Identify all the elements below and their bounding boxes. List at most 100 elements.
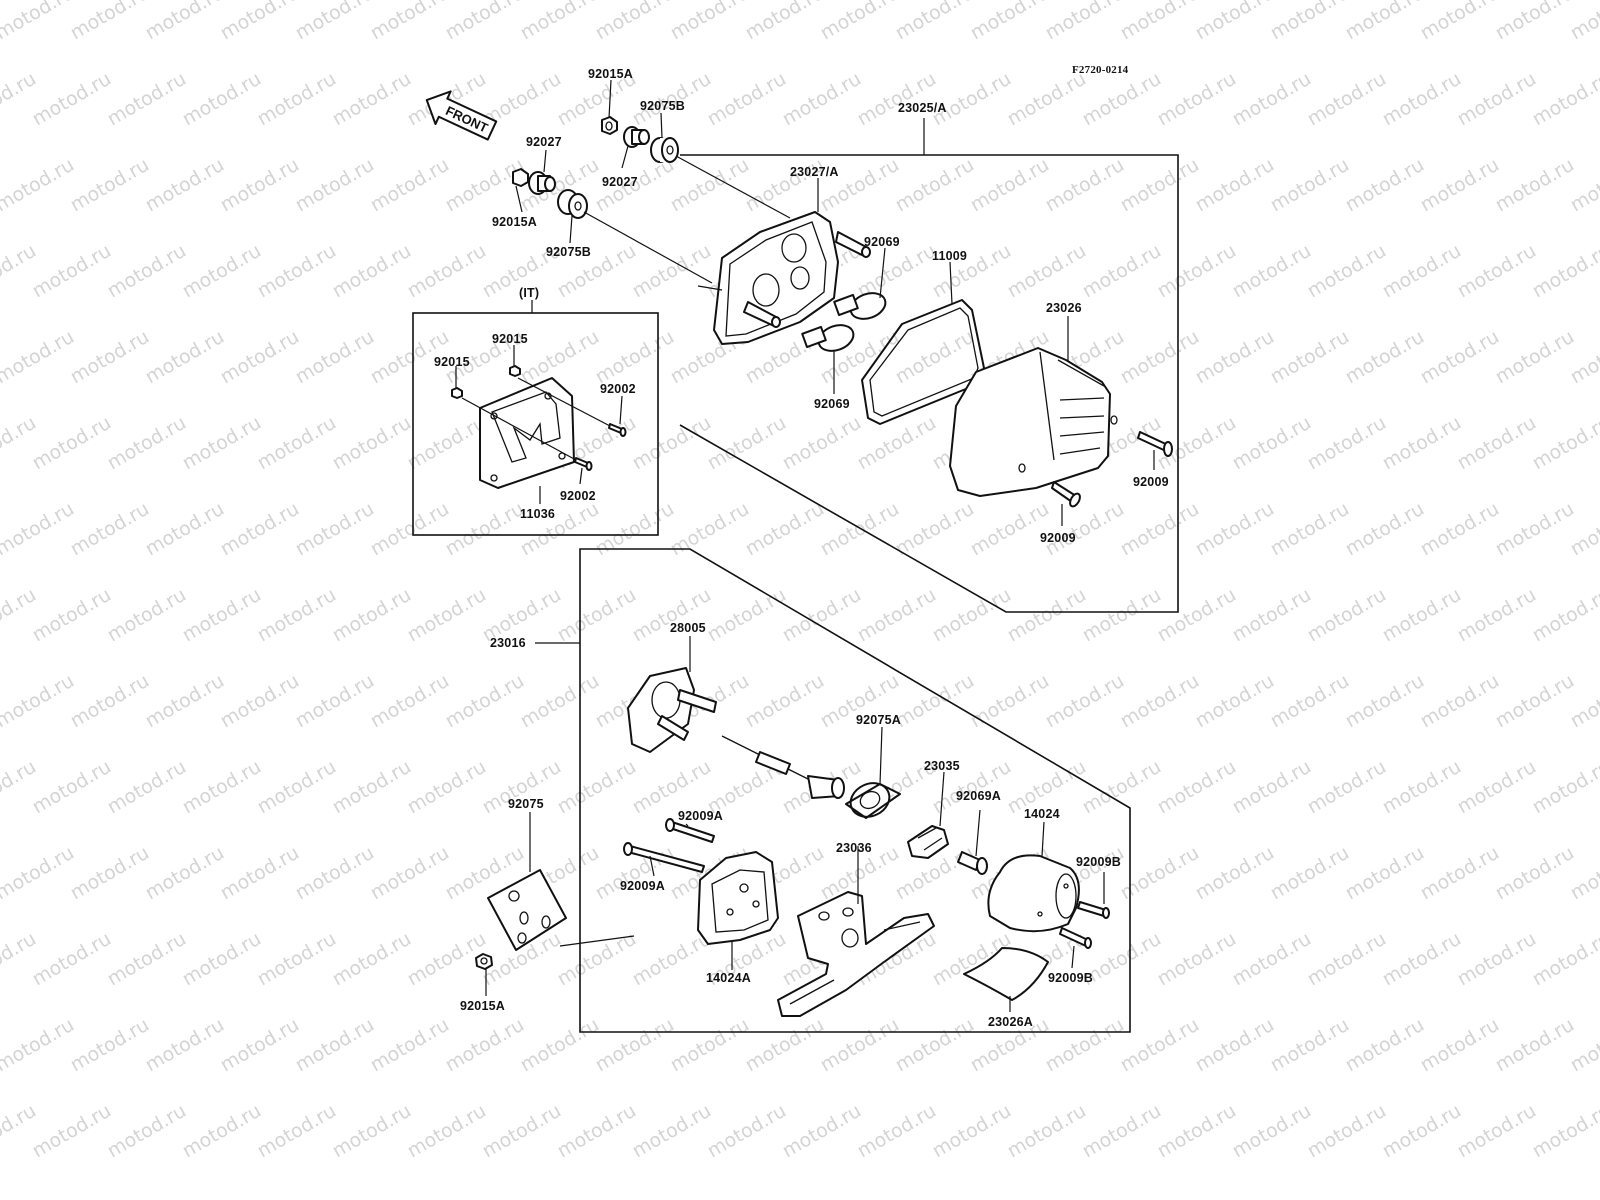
watermark-text: motod.ru <box>854 584 940 647</box>
bulb-92069-lower <box>801 324 855 352</box>
watermark-text: motod.ru <box>29 240 115 303</box>
watermark-text: motod.ru <box>1042 498 1128 561</box>
watermark-text: motod.ru <box>1079 756 1165 819</box>
label-23025A: 23025/A <box>898 101 947 115</box>
watermark-text: motod.ru <box>967 498 1053 561</box>
bolt-92009A-upper <box>665 818 715 843</box>
watermark-text: motod.ru <box>1154 584 1240 647</box>
watermark-text: motod.ru <box>179 1100 265 1163</box>
label-92015-a: 92015 <box>492 332 528 346</box>
watermark-text: motod.ru <box>1267 498 1353 561</box>
watermark-text: motod.ru <box>1042 1014 1128 1077</box>
watermark-text: motod.ru <box>592 498 678 561</box>
watermark-text: motod.ru <box>1492 326 1578 389</box>
watermark-text: motod.ru <box>442 1014 528 1077</box>
watermark-text: motod.ru <box>629 412 715 475</box>
watermark-text: motod.ru <box>1304 68 1390 131</box>
watermark-text: motod.ru <box>1529 412 1600 475</box>
watermark-text: motod.ru <box>892 498 978 561</box>
watermark-text: motod.ru <box>104 68 190 131</box>
label-23027A: 23027/A <box>790 165 839 179</box>
label-92027-mid: 92027 <box>602 175 638 189</box>
watermark-text: motod.ru <box>292 842 378 905</box>
watermark-text: motod.ru <box>1454 584 1540 647</box>
watermark-text: motod.ru <box>1417 842 1503 905</box>
watermark-text: motod.ru <box>367 0 453 44</box>
tail-lamp-lower-assembly-box <box>535 548 1131 1033</box>
watermark-text: motod.ru <box>104 584 190 647</box>
label-92075A: 92075A <box>856 713 901 727</box>
watermark-text: motod.ru <box>742 0 828 44</box>
label-23036: 23036 <box>836 841 872 855</box>
watermark-text: motod.ru <box>254 928 340 991</box>
collar-92027-upper <box>623 126 650 148</box>
watermark-text: motod.ru <box>1042 670 1128 733</box>
watermark-text: motod.ru <box>592 1014 678 1077</box>
label-92069-lower: 92069 <box>814 397 850 411</box>
watermark-text: motod.ru <box>892 1014 978 1077</box>
watermark-text: motod.ru <box>1117 670 1203 733</box>
watermark-text: motod.ru <box>1454 68 1540 131</box>
watermark-text: motod.ru <box>1492 842 1578 905</box>
watermark-text: motod.ru <box>1079 1100 1165 1163</box>
watermark-text: motod.ru <box>179 584 265 647</box>
watermark-text: motod.ru <box>0 326 78 389</box>
watermark-text: motod.ru <box>1304 412 1390 475</box>
watermark-text: motod.ru <box>442 498 528 561</box>
label-11036: 11036 <box>520 507 555 521</box>
screw-92009B-lower <box>1059 927 1092 949</box>
label-23016: 23016 <box>490 636 526 650</box>
label-28005: 28005 <box>670 621 706 635</box>
watermark-text: motod.ru <box>517 1014 603 1077</box>
watermark-text: motod.ru <box>67 842 153 905</box>
watermark-text: motod.ru <box>1529 1100 1600 1163</box>
watermark-text: motod.ru <box>254 1100 340 1163</box>
screw-92009-right <box>1137 431 1173 457</box>
watermark-text: motod.ru <box>1229 928 1315 991</box>
watermark-text: motod.ru <box>704 412 790 475</box>
bracket-14024A <box>697 851 779 945</box>
watermark-text: motod.ru <box>442 0 528 44</box>
nut-92015A-lower <box>475 953 493 970</box>
watermark-text: motod.ru <box>329 756 415 819</box>
label-92009-right: 92009 <box>1133 475 1169 489</box>
watermark-text: motod.ru <box>1154 1100 1240 1163</box>
watermark-text: motod.ru <box>67 154 153 217</box>
watermark-text: motod.ru <box>29 412 115 475</box>
watermark-text: motod.ru <box>142 498 228 561</box>
watermark-text: motod.ru <box>517 326 603 389</box>
watermark-text: motod.ru <box>817 154 903 217</box>
watermark-text: motod.ru <box>329 928 415 991</box>
label-it: (IT) <box>519 286 539 300</box>
label-92002-a: 92002 <box>600 382 636 396</box>
watermark-text: motod.ru <box>479 1100 565 1163</box>
watermark-text: motod.ru <box>892 154 978 217</box>
watermark-text: motod.ru <box>67 0 153 44</box>
watermark-text: motod.ru <box>442 670 528 733</box>
watermark-text: motod.ru <box>329 68 415 131</box>
watermark-text: motod.ru <box>1304 756 1390 819</box>
watermark-text: motod.ru <box>1004 68 1090 131</box>
watermark-text: motod.ru <box>1229 584 1315 647</box>
watermark-text: motod.ru <box>1267 842 1353 905</box>
watermark-text: motod.ru <box>592 326 678 389</box>
watermark-text: motod.ru <box>0 842 78 905</box>
screw-92009-bottom <box>1051 481 1081 508</box>
watermark-text: motod.ru <box>1154 68 1240 131</box>
watermark-text: motod.ru <box>517 670 603 733</box>
watermark-text: motod.ru <box>1229 1100 1315 1163</box>
watermark-text: motod.ru <box>967 154 1053 217</box>
label-23035: 23035 <box>924 759 960 773</box>
watermark-text: motod.ru <box>367 154 453 217</box>
watermark-text: motod.ru <box>1417 326 1503 389</box>
watermark-text: motod.ru <box>667 498 753 561</box>
watermark-text: motod.ru <box>554 756 640 819</box>
watermark-text: motod.ru <box>1079 584 1165 647</box>
watermark-text: motod.ru <box>967 0 1053 44</box>
watermark-text: motod.ru <box>292 0 378 44</box>
watermark-text: motod.ru <box>254 68 340 131</box>
housing-14024 <box>987 854 1080 933</box>
watermark-text: motod.ru <box>1267 326 1353 389</box>
watermark-text: motod.ru <box>1492 670 1578 733</box>
